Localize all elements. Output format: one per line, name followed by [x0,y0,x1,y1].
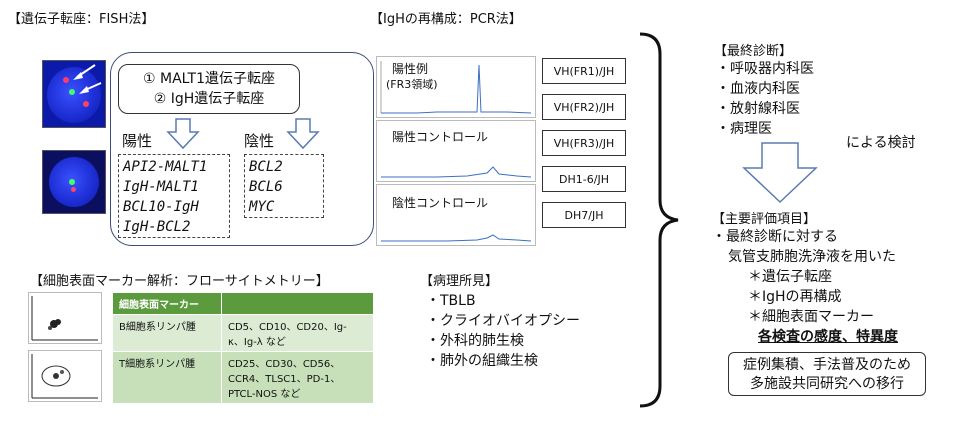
table-header-cell [221,292,374,315]
pcr-panel2-label: 陽性コントロール [392,130,489,144]
cell-line: CCR4、TLSC1、PD-1、 [228,374,341,385]
positive-label: 陽性 [122,132,153,150]
table-header-cell: 細胞表面マーカー [112,292,222,315]
fish-panel [110,52,374,246]
flow-plot-t [28,350,102,402]
table-header: 細胞表面マーカー [112,292,374,315]
final-item: ・呼吸器内科医 [716,61,814,77]
evaluation-title: 【主要評価項目】 [712,212,817,227]
pcr-trace [381,234,532,242]
pcr-panel1-sub: (FR3領域) [386,78,438,91]
evaluation-item: ＊遺伝子転座 [748,269,832,285]
conclusion-line1: 症例集積、手法普及のため [743,357,911,373]
list-item: MYC [249,199,275,215]
pcr-panel-negative-control [376,184,536,246]
final-item: ・血液内科医 [716,81,800,97]
positive-list: API2-MALT1 IgH-MALT1 BCL10-IgH IgH-BCL2 [118,154,230,238]
list-item: BCL2 [249,159,283,175]
primer-dh1-6: DH1-6/JH [542,166,626,192]
cell-line: CD5、CD10、CD20、Ig- [228,322,347,333]
list-item: API2-MALT1 [123,159,208,175]
cell-line: CD25、CD30、CD56、 [228,359,341,370]
pcr-panel-positive-case [376,56,536,118]
primer-vh-fr2: VH(FR2)/JH [542,94,626,120]
table-cell: CD25、CD30、CD56、 CCR4、TLSC1、PD-1、 PTCL-NO… [221,351,374,404]
primer-vh-fr3: VH(FR3)/JH [542,130,626,156]
fish-title: 【遺伝子転座：FISH法】 [8,12,155,27]
conclusion-box: 症例集積、手法普及のため 多施設共同研究への移行 [728,352,926,396]
fish-item-1: ① MALT1遺伝子転座 [143,71,275,87]
pathology-item: ・肺外の組織生検 [426,353,538,369]
final-item: ・病理医 [716,121,772,137]
pcr-trace [381,166,532,178]
pcr-panel-positive-control [376,120,536,182]
right-brace-icon [639,32,679,408]
pcr-panel1-label: 陽性例 [392,62,429,76]
pathology-title: 【病理所見】 [420,274,499,289]
marker-table: 細胞表面マーカー B細胞系リンパ腫 CD5、CD10、CD20、Ig- κ、Ig… [112,292,374,404]
cell-line: PTCL-NOS など [228,389,301,400]
list-item: IgH-MALT1 [123,179,199,195]
pcr-title: 【IgHの再構成：PCR法】 [370,12,522,27]
table-cell: CD5、CD10、CD20、Ig- κ、Ig-λ など [221,314,374,352]
evaluation-item: ＊細胞表面マーカー [748,309,874,325]
fish-item-2: ② IgH遺伝子転座 [153,91,265,107]
negative-list: BCL2 BCL6 MYC [244,154,324,218]
pathology-item: ・TBLB [426,293,476,309]
flow-plot-b [28,292,102,344]
evaluation-emphasis: 各検査の感度、特異度 [758,329,898,345]
pcr-trace [380,61,532,114]
negative-label: 陰性 [244,132,275,150]
evaluation-line1: ・最終診断に対する [712,229,838,245]
primer-vh-fr1: VH(FR1)/JH [542,58,626,84]
fish-cell-image-1 [42,60,106,128]
list-item: IgH-BCL2 [123,219,191,235]
pathology-item: ・外科的肺生検 [426,333,524,349]
arrow-icon [73,64,102,94]
table-row: B細胞系リンパ腫 CD5、CD10、CD20、Ig- κ、Ig-λ など [112,314,374,352]
list-item: BCL6 [249,179,283,195]
table-cell: T細胞系リンパ腫 [112,351,222,404]
down-arrow-icon [166,118,200,150]
fish-cell-image-2 [42,150,106,214]
final-by: による検討 [846,135,916,151]
list-item: BCL10-IgH [123,199,199,215]
final-title: 【最終診断】 [714,44,793,59]
down-arrow-icon [286,118,320,150]
pathology-item: ・クライオバイオプシー [426,313,580,329]
primer-dh7: DH7/JH [542,202,626,228]
final-item: ・放射線科医 [716,101,800,117]
table-cell: B細胞系リンパ腫 [112,314,222,352]
fish-target-box: ① MALT1遺伝子転座 ② IgH遺伝子転座 [118,64,300,114]
conclusion-line2: 多施設共同研究への移行 [750,376,904,392]
down-arrow-icon [742,142,818,204]
evaluation-line2: 気管支肺胞洗浄液を用いた [728,249,896,265]
cell-line: κ、Ig-λ など [228,337,286,348]
pcr-panel3-label: 陰性コントロール [392,196,489,210]
flow-title: 【細胞表面マーカー解析：フローサイトメトリー】 [30,274,329,289]
table-row: T細胞系リンパ腫 CD25、CD30、CD56、 CCR4、TLSC1、PD-1… [112,351,374,404]
evaluation-item: ＊IgHの再構成 [748,289,842,305]
